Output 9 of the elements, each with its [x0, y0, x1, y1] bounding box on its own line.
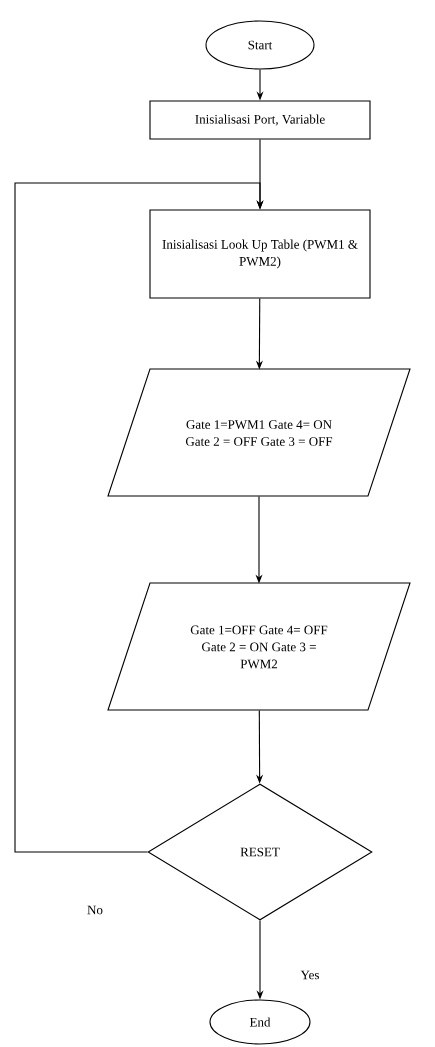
- io-parallelogram: Gate 1=OFF Gate 4= OFF Gate 2 = ON Gate 3 = PWM2: [107, 582, 411, 711]
- end-terminal: End: [209, 999, 311, 1045]
- process-box: Inisialisasi Look Up Table (PWM1 & PWM2): [149, 209, 371, 299]
- process-box: Inisialisasi Port, Variable: [149, 100, 371, 140]
- arrow: [14, 182, 264, 853]
- io-parallelogram: Gate 1=PWM1 Gate 4= ON Gate 2 = OFF Gate 3 = OFF: [107, 368, 411, 497]
- edge-label: Yes: [299, 969, 321, 981]
- edge-label: No: [86, 904, 104, 916]
- start-terminal: Start: [205, 20, 315, 70]
